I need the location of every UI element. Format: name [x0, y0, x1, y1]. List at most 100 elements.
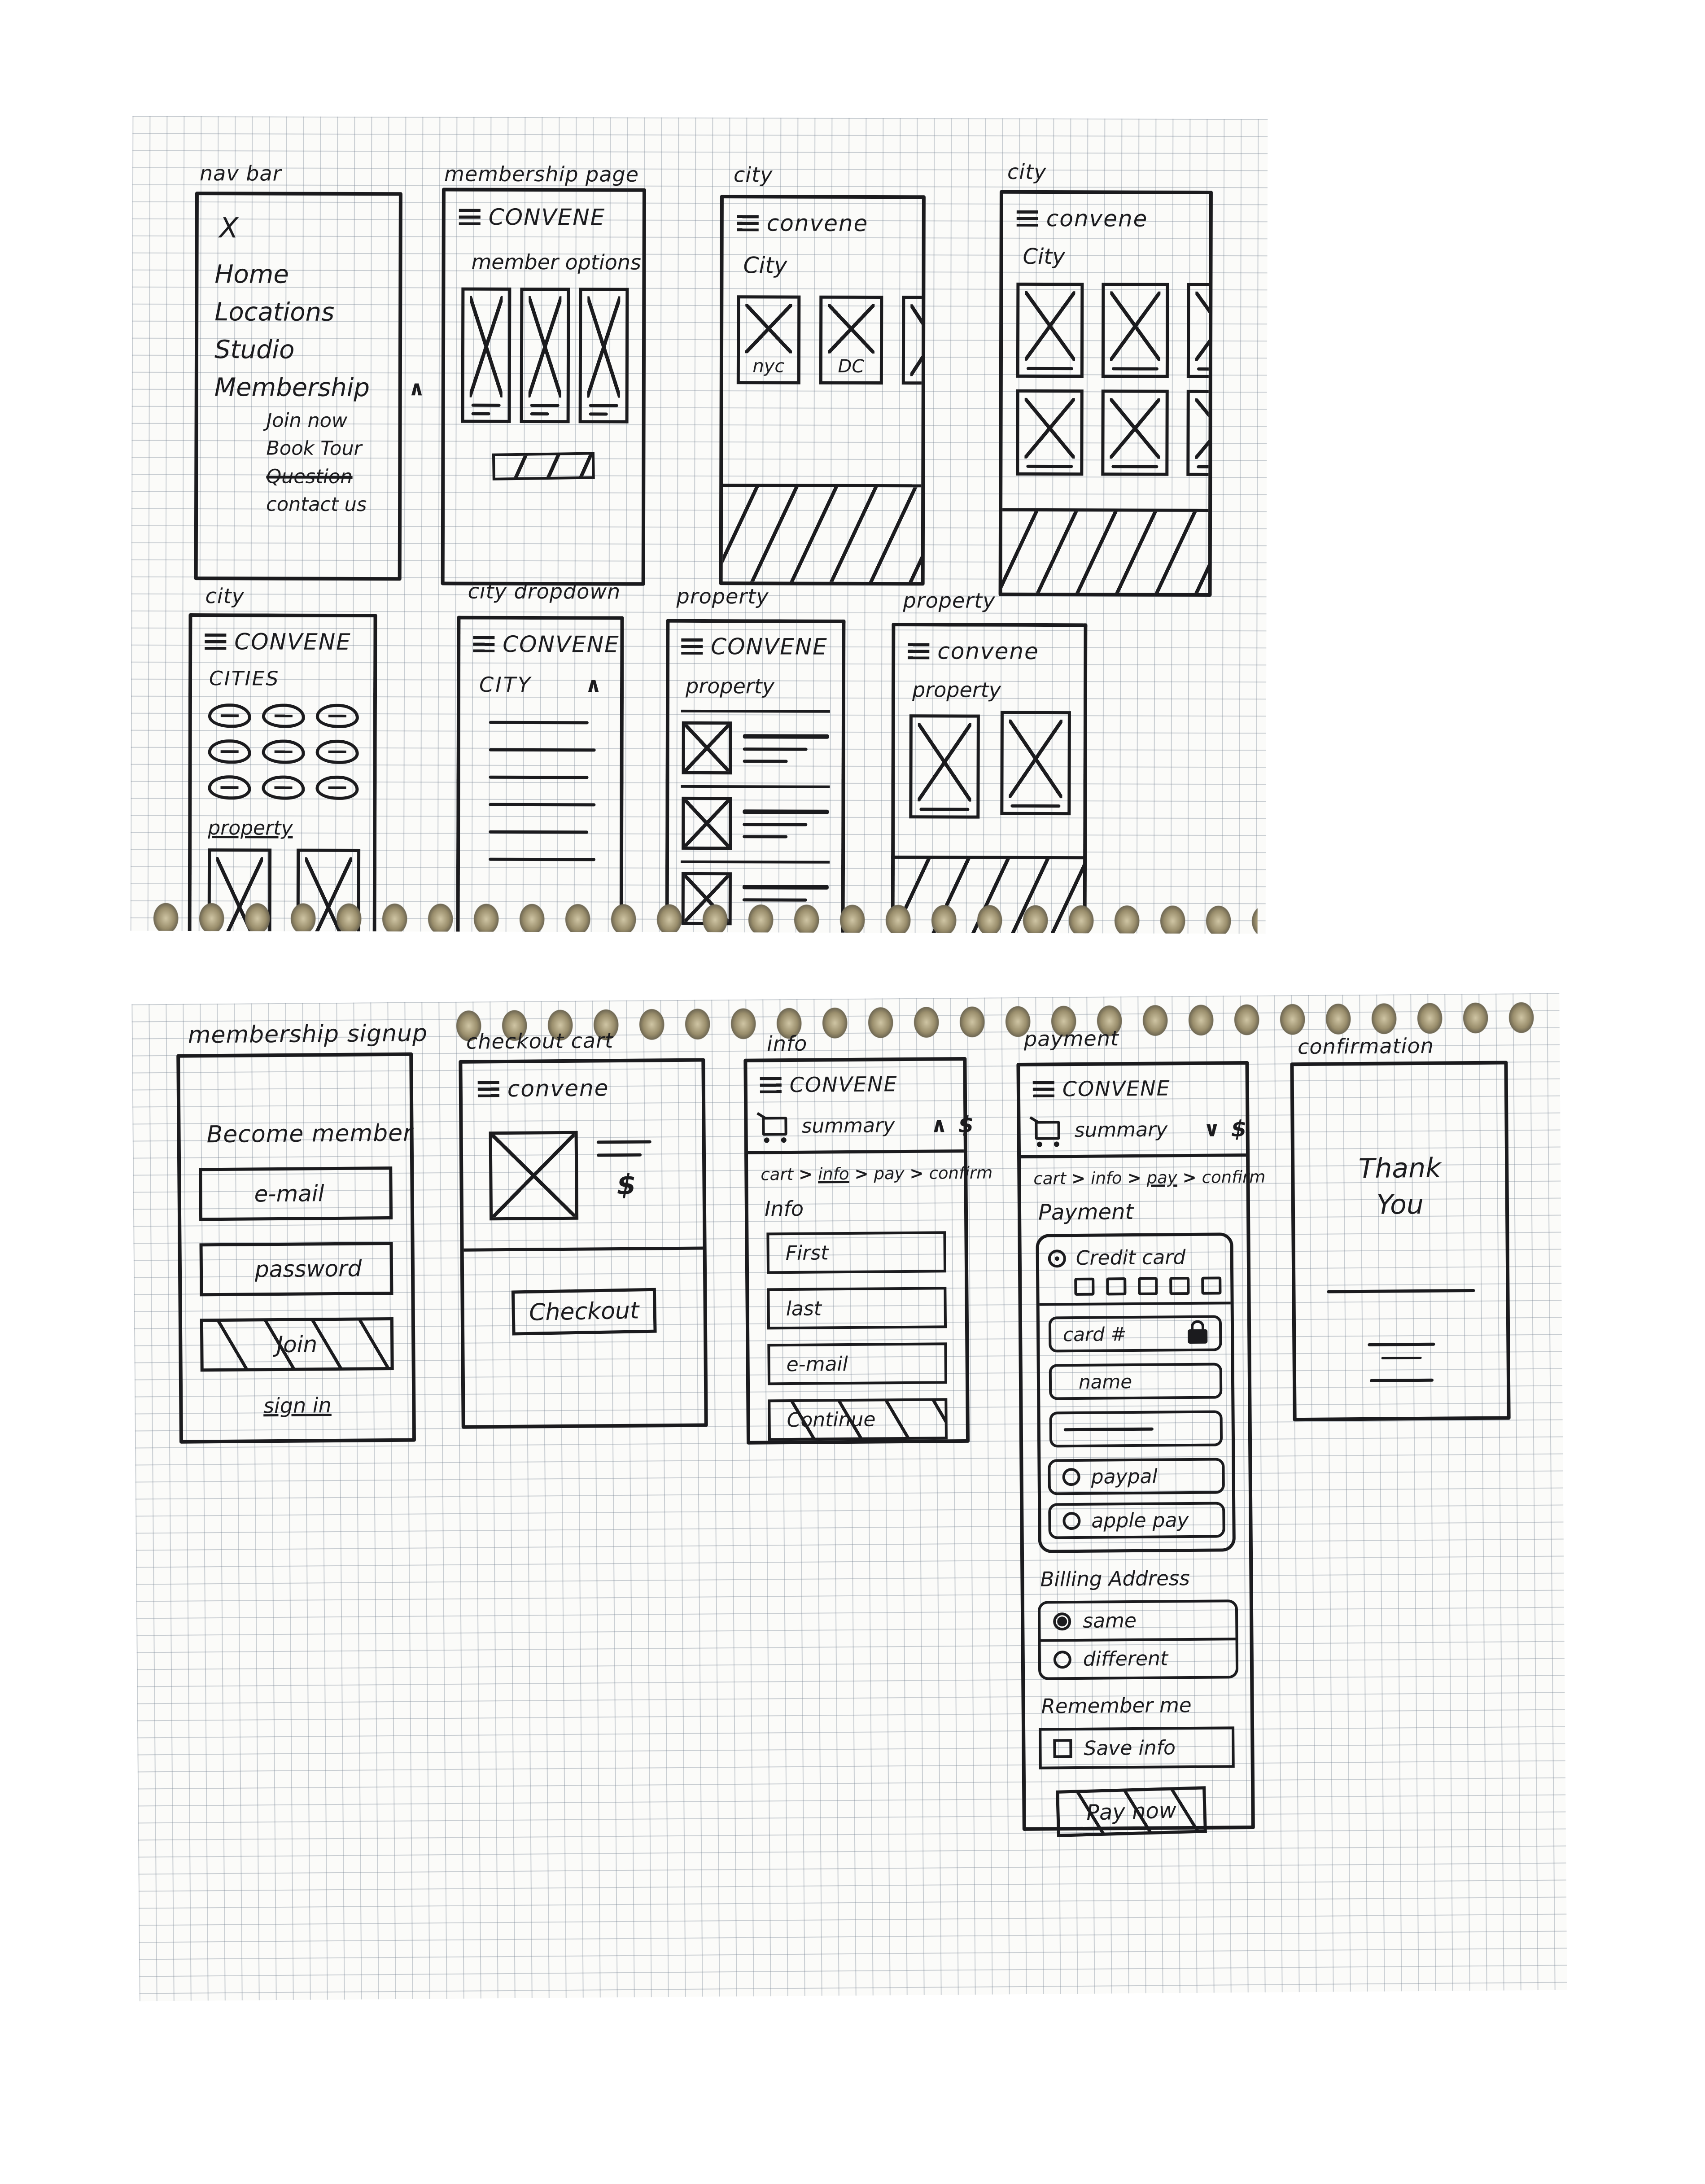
- continue-button[interactable]: Continue: [768, 1398, 948, 1441]
- dropdown-option-line[interactable]: [489, 857, 596, 861]
- radio-filled-icon[interactable]: [1053, 1612, 1071, 1630]
- close-icon[interactable]: X: [219, 211, 239, 245]
- nav-subitem-join-now[interactable]: Join now: [266, 409, 348, 432]
- member-option-card[interactable]: [578, 288, 629, 424]
- pay-now-button[interactable]: Pay now: [1056, 1786, 1207, 1837]
- dropdown-option-line[interactable]: [489, 748, 596, 752]
- hamburger-icon[interactable]: [473, 636, 495, 652]
- hamburger-icon[interactable]: [1016, 210, 1038, 227]
- hamburger-icon[interactable]: [681, 638, 703, 655]
- city-chip[interactable]: [208, 775, 251, 800]
- text-line: [1367, 1342, 1435, 1346]
- breadcrumb-pay[interactable]: pay: [1146, 1168, 1177, 1188]
- nav-item-home[interactable]: Home: [214, 260, 289, 289]
- city-card-partial[interactable]: [1186, 389, 1213, 476]
- nav-subitem-book-tour[interactable]: Book Tour: [266, 437, 362, 460]
- hamburger-icon[interactable]: [1032, 1081, 1055, 1097]
- checkbox-icon[interactable]: [1053, 1739, 1072, 1758]
- city-card[interactable]: [1101, 389, 1169, 476]
- image-placeholder-x: [1110, 291, 1161, 361]
- name-field[interactable]: name: [1049, 1363, 1223, 1400]
- hamburger-icon[interactable]: [477, 1081, 499, 1097]
- nav-subitem-contact-us[interactable]: contact us: [266, 493, 367, 516]
- hamburger-icon[interactable]: [760, 1077, 782, 1093]
- city-chip[interactable]: [315, 775, 359, 800]
- join-button[interactable]: Join: [200, 1317, 394, 1372]
- nav-item-locations[interactable]: Locations: [214, 297, 335, 327]
- password-field[interactable]: password: [199, 1241, 393, 1297]
- blank-field[interactable]: [1049, 1410, 1223, 1448]
- city-chip[interactable]: [262, 703, 305, 728]
- caret-up-icon: ∧: [930, 1113, 948, 1137]
- credit-card-option[interactable]: Credit card: [1048, 1245, 1221, 1270]
- dropdown-option-line[interactable]: [489, 721, 589, 725]
- city-chip[interactable]: [315, 739, 359, 764]
- name-placeholder: name: [1078, 1370, 1132, 1393]
- first-name-field[interactable]: First: [766, 1231, 947, 1274]
- paypal-option[interactable]: paypal: [1048, 1458, 1225, 1495]
- breadcrumb-pay[interactable]: pay: [874, 1164, 905, 1184]
- nav-item-studio[interactable]: Studio: [214, 335, 295, 365]
- property-list-row[interactable]: [681, 709, 830, 786]
- breadcrumb-confirm[interactable]: confirm: [1202, 1167, 1266, 1187]
- city-chip[interactable]: [315, 703, 359, 729]
- property-card[interactable]: [909, 714, 980, 819]
- save-info-option[interactable]: Save info: [1039, 1726, 1235, 1769]
- image-placeholder-x: [489, 1131, 579, 1221]
- card-brand-icon: [1137, 1277, 1158, 1295]
- apple-pay-option[interactable]: apple pay: [1048, 1502, 1225, 1539]
- city-card-dc[interactable]: DC: [819, 295, 883, 385]
- hamburger-icon[interactable]: [205, 633, 227, 650]
- billing-address-heading: Billing Address: [1040, 1566, 1190, 1591]
- billing-different-option[interactable]: different: [1040, 1638, 1236, 1677]
- city-card[interactable]: [1016, 282, 1084, 378]
- city-chip[interactable]: [262, 739, 305, 764]
- city-card[interactable]: [1101, 283, 1169, 378]
- sign-in-link[interactable]: sign in: [263, 1393, 332, 1418]
- city-card[interactable]: [1016, 389, 1084, 476]
- hamburger-icon[interactable]: [737, 215, 759, 232]
- caret-down-icon: ∨: [1203, 1117, 1220, 1141]
- cart-icon: [762, 1117, 787, 1136]
- city-card-partial[interactable]: [901, 296, 926, 385]
- card-number-field[interactable]: card #: [1048, 1315, 1222, 1353]
- email-field[interactable]: e-mail: [767, 1342, 948, 1385]
- member-option-card[interactable]: [461, 287, 512, 423]
- city-dropdown-heading[interactable]: CITY: [479, 672, 533, 697]
- breadcrumb-cart[interactable]: cart: [761, 1164, 794, 1184]
- order-summary-toggle[interactable]: summary ∨ $: [1035, 1116, 1247, 1143]
- card-brand-icon: [1074, 1277, 1095, 1296]
- text-line: [743, 835, 788, 839]
- cta-button-placeholder[interactable]: [492, 452, 595, 480]
- city-chip[interactable]: [208, 739, 251, 764]
- dropdown-option-line[interactable]: [489, 775, 589, 779]
- city-card-partial[interactable]: [1186, 283, 1213, 379]
- divider: [748, 1149, 964, 1154]
- property-card[interactable]: [1000, 711, 1071, 816]
- billing-same-option[interactable]: same: [1040, 1602, 1236, 1639]
- dropdown-option-line[interactable]: [489, 830, 589, 834]
- email-field[interactable]: e-mail: [199, 1166, 393, 1221]
- hamburger-icon[interactable]: [459, 209, 481, 225]
- member-option-card[interactable]: [520, 287, 570, 424]
- property-list-row[interactable]: [681, 785, 830, 861]
- checkout-button[interactable]: Checkout: [511, 1288, 657, 1336]
- radio-icon[interactable]: [1053, 1650, 1072, 1669]
- dropdown-option-line[interactable]: [489, 803, 596, 807]
- last-name-field[interactable]: last: [767, 1287, 947, 1330]
- breadcrumb-confirm[interactable]: confirm: [929, 1163, 993, 1183]
- radio-icon[interactable]: [1062, 1468, 1080, 1486]
- breadcrumb-info[interactable]: info: [818, 1164, 849, 1184]
- radio-selected-icon[interactable]: [1048, 1249, 1066, 1268]
- radio-icon[interactable]: [1062, 1511, 1081, 1530]
- wireframe-city-cards: convene City nyc DC: [719, 195, 926, 586]
- order-summary-toggle[interactable]: summary ∧ $: [762, 1112, 974, 1139]
- text-line: [743, 760, 788, 763]
- hamburger-icon[interactable]: [908, 643, 930, 660]
- breadcrumb-cart[interactable]: cart: [1033, 1169, 1067, 1188]
- city-card-nyc[interactable]: nyc: [736, 295, 801, 384]
- city-chip[interactable]: [262, 775, 305, 800]
- nav-item-membership[interactable]: Membership ∧: [214, 369, 425, 407]
- city-chip[interactable]: [208, 703, 251, 728]
- breadcrumb-info[interactable]: info: [1091, 1168, 1122, 1188]
